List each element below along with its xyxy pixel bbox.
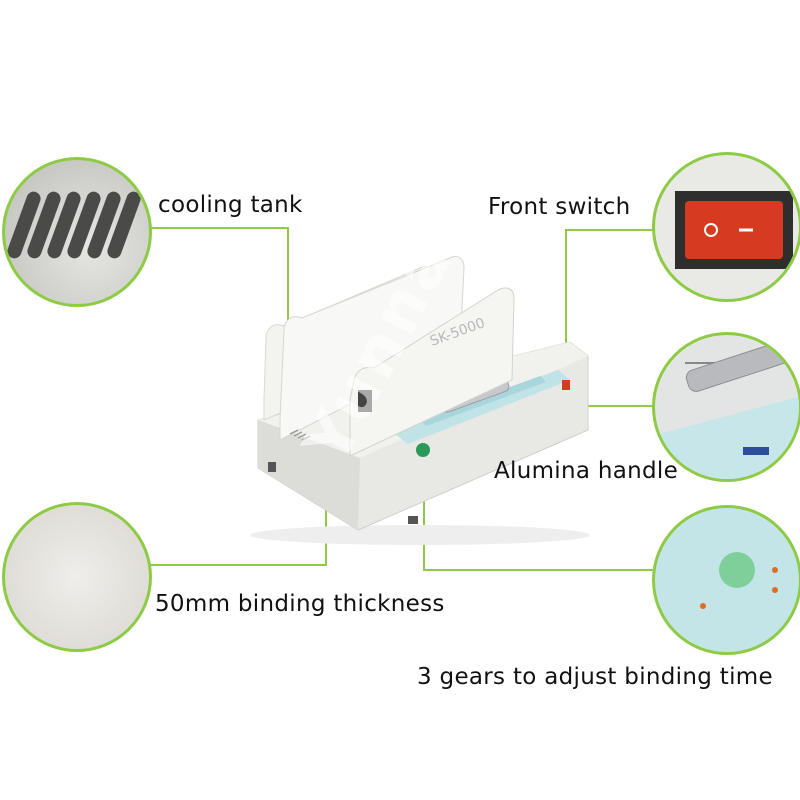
binding-thickness-label: 50mm binding thickness xyxy=(155,591,445,617)
front-switch-detail xyxy=(652,152,800,302)
middle-plate xyxy=(279,255,465,441)
gears-panel-detail xyxy=(652,505,800,655)
alumina-handle-detail xyxy=(652,332,800,482)
cooling-tank-detail xyxy=(2,157,152,307)
gears-line xyxy=(423,480,655,571)
rocker-switch-icon xyxy=(685,201,783,259)
front-switch-label: Front switch xyxy=(488,194,631,220)
vent-slots-icon xyxy=(7,191,141,259)
front-plate xyxy=(349,287,515,457)
power-button-icon xyxy=(719,552,755,588)
logo-block xyxy=(358,390,372,412)
gears-label: 3 gears to adjust binding time xyxy=(417,664,773,690)
binding-thickness-detail xyxy=(2,502,152,652)
front-switch-line xyxy=(565,229,655,383)
cooling-tank-label: cooling tank xyxy=(158,192,303,218)
switch-marker xyxy=(562,380,570,390)
binding-machine: SK-5000 xyxy=(250,255,590,545)
alumina-handle-label: Alumina handle xyxy=(494,458,679,484)
